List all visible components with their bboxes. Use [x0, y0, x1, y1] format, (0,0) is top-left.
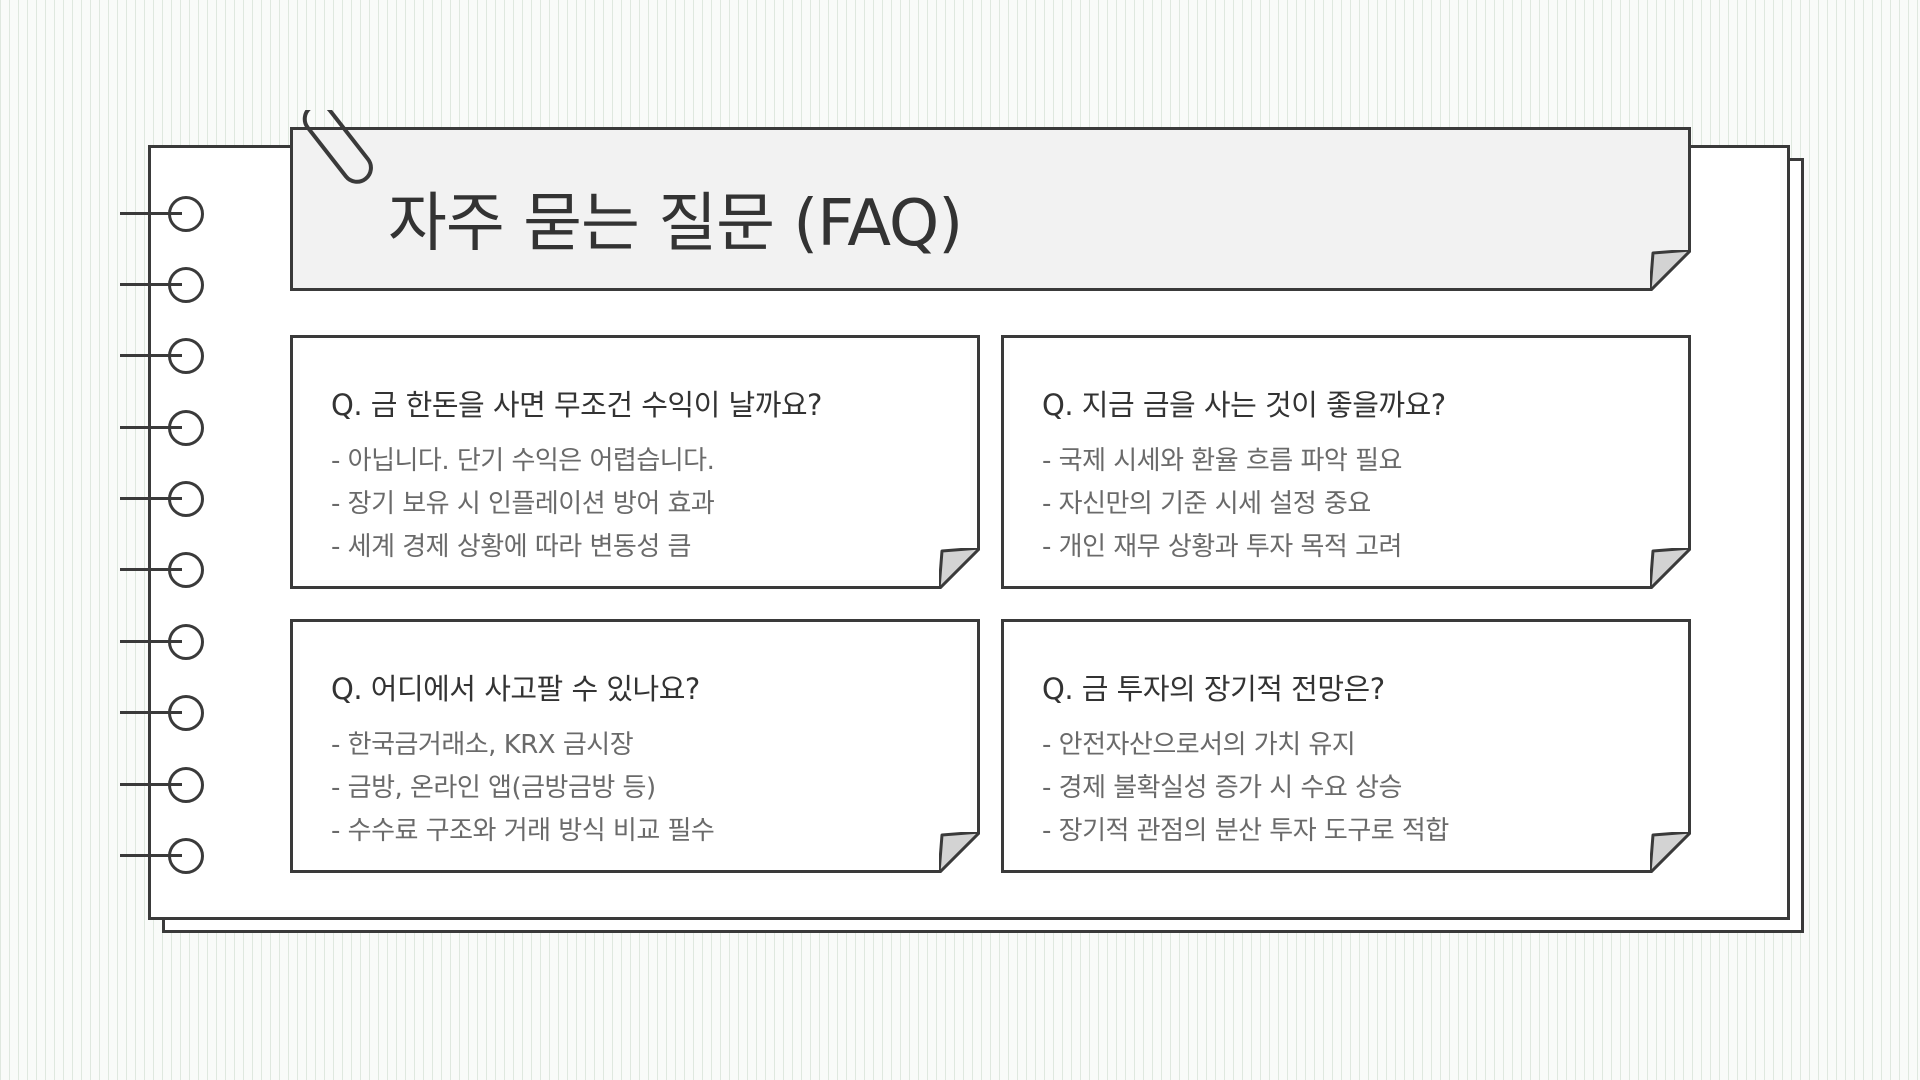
title-banner — [290, 127, 1691, 291]
paperclip-icon — [302, 110, 373, 184]
page-fold-icon — [939, 832, 980, 873]
faq-question: Q. 어디에서 사고팔 수 있나요? — [331, 672, 700, 706]
faq-card: Q. 금 투자의 장기적 전망은? - 안전자산으로서의 가치 유지 - 경제 … — [1001, 619, 1691, 873]
binder-ring — [120, 336, 210, 376]
page-title: 자주 묻는 질문 (FAQ) — [388, 187, 963, 261]
faq-answer: - 아닙니다. 단기 수익은 어렵습니다. — [331, 446, 715, 476]
faq-answer: - 금방, 온라인 앱(금방금방 등) — [331, 773, 656, 803]
faq-answer: - 개인 재무 상황과 투자 목적 고려 — [1042, 532, 1402, 562]
binder-ring — [120, 765, 210, 805]
binder-ring — [120, 693, 210, 733]
faq-question: Q. 지금 금을 사는 것이 좋을까요? — [1042, 388, 1446, 422]
binder-ring — [120, 265, 210, 305]
binder-ring — [120, 194, 210, 234]
binder-ring — [120, 479, 210, 519]
page-fold-icon — [1650, 250, 1691, 291]
faq-card: Q. 지금 금을 사는 것이 좋을까요? - 국제 시세와 환율 흐름 파악 필… — [1001, 335, 1691, 589]
faq-answer: - 장기적 관점의 분산 투자 도구로 적합 — [1042, 816, 1449, 846]
binder-ring — [120, 836, 210, 876]
faq-answer: - 자신만의 기준 시세 설정 중요 — [1042, 489, 1371, 519]
page-fold-icon — [1650, 548, 1691, 589]
faq-answer: - 세계 경제 상황에 따라 변동성 큼 — [331, 532, 691, 562]
binder-ring — [120, 550, 210, 590]
page-fold-icon — [1650, 832, 1691, 873]
faq-answer: - 경제 불확실성 증가 시 수요 상승 — [1042, 773, 1402, 803]
binder-ring — [120, 408, 210, 448]
faq-question: Q. 금 투자의 장기적 전망은? — [1042, 672, 1385, 706]
faq-answer: - 안전자산으로서의 가치 유지 — [1042, 730, 1356, 760]
faq-question: Q. 금 한돈을 사면 무조건 수익이 날까요? — [331, 388, 822, 422]
faq-answer: - 수수료 구조와 거래 방식 비교 필수 — [331, 816, 715, 846]
faq-card: Q. 금 한돈을 사면 무조건 수익이 날까요? - 아닙니다. 단기 수익은 … — [290, 335, 980, 589]
page-fold-icon — [939, 548, 980, 589]
faq-answer: - 국제 시세와 환율 흐름 파악 필요 — [1042, 446, 1402, 476]
faq-answer: - 장기 보유 시 인플레이션 방어 효과 — [331, 489, 715, 519]
faq-card: Q. 어디에서 사고팔 수 있나요? - 한국금거래소, KRX 금시장 - 금… — [290, 619, 980, 873]
binder-ring — [120, 622, 210, 662]
faq-answer: - 한국금거래소, KRX 금시장 — [331, 730, 634, 760]
